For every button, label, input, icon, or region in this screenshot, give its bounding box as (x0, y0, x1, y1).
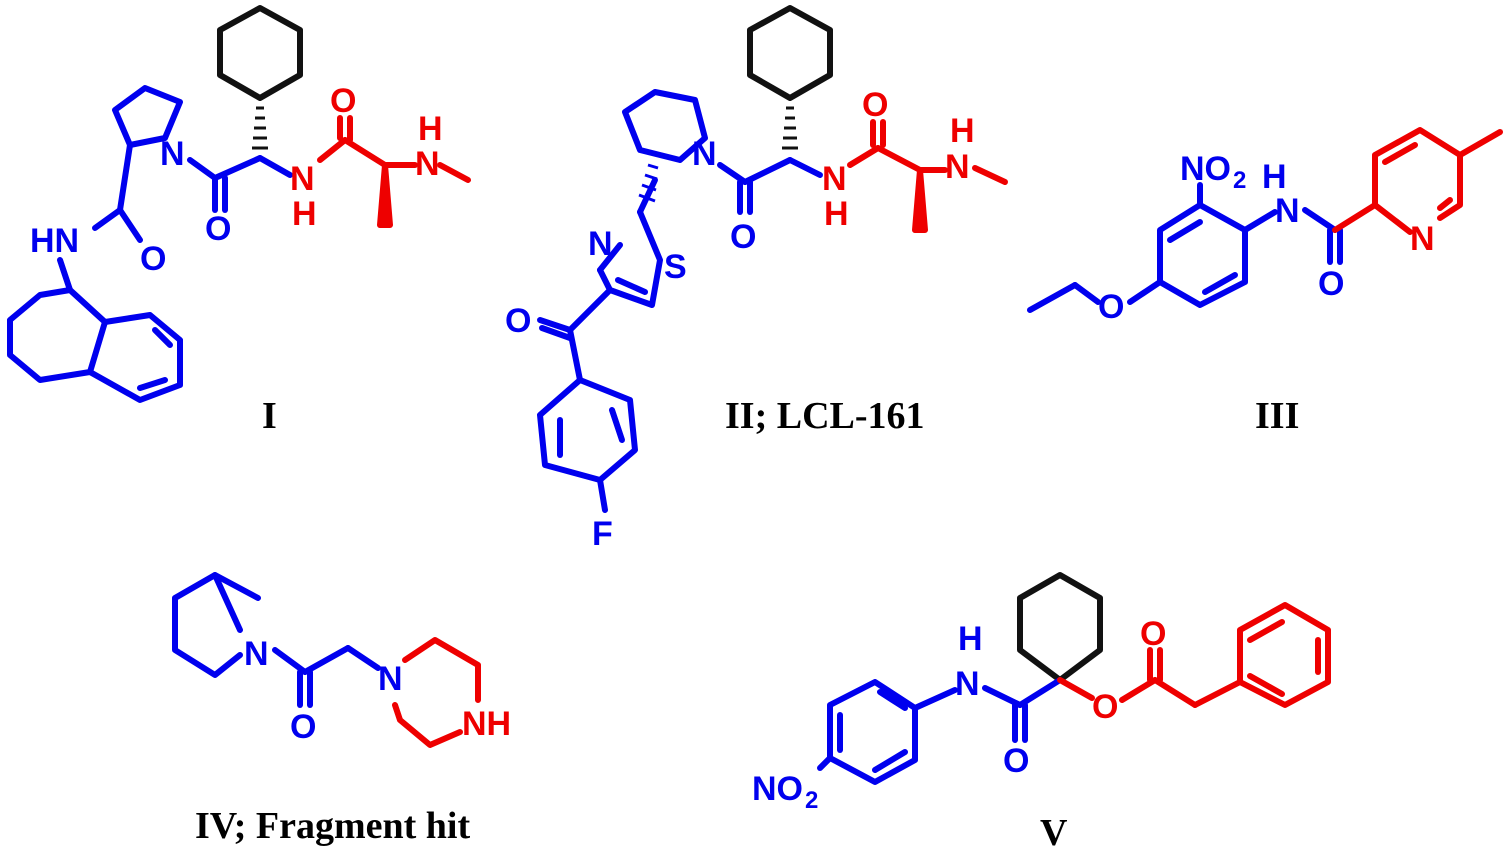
red-skeleton-III (1332, 127, 1503, 235)
hashed-wedge-II (782, 106, 798, 150)
blue-skeleton-I (7, 85, 293, 403)
atom-O-II-carbonyl: O (862, 86, 888, 124)
compound-III: NO 2 H N O O N (1027, 127, 1503, 326)
atom-N-I-amide3: N (290, 160, 315, 198)
atom-H-I-amine: H (418, 110, 443, 148)
atom-O-II-ketone: O (505, 302, 531, 340)
atom-F-II: F (592, 515, 613, 553)
atom-NO2-III-2: 2 (1233, 167, 1246, 194)
blue-skeleton-IV (172, 572, 381, 708)
caption-compound-IV: IV; Fragment hit (195, 805, 470, 847)
atom-N-II-pyrrolidine: N (692, 135, 717, 173)
atom-N-IV-piperazine: N (378, 660, 403, 698)
compound-II: N O N S O F N H O H N (505, 5, 1008, 553)
atom-N-IV-piperidine: N (244, 635, 269, 673)
atom-HN-I: HN (30, 222, 79, 260)
atom-O-III-carbonyl: O (1318, 265, 1344, 303)
atom-NO2-V-NO: NO (752, 770, 803, 808)
atom-NO2-III-NO: NO (1180, 150, 1231, 188)
caption-compound-I: I (262, 395, 277, 437)
atom-NO2-V-2: 2 (805, 787, 818, 814)
atom-N-II-amide3: N (822, 160, 847, 198)
atom-N-II-thiazole: N (588, 225, 613, 263)
blue-skeleton-V (817, 677, 1063, 785)
red-skeleton-IV (392, 637, 481, 748)
atom-N-II-amine: N (945, 148, 970, 186)
red-skeleton-II (847, 119, 1008, 233)
atom-O-IV: O (290, 708, 316, 746)
atom-O-I-amide1: O (205, 210, 231, 248)
red-skeleton-I (317, 115, 471, 228)
cyclohexyl-ring-I (217, 5, 303, 101)
blue-skeleton-III (1027, 182, 1343, 313)
atom-N-I-amine: N (415, 145, 440, 183)
caption-compound-III: III (1255, 395, 1299, 437)
atom-N-III-amide: N (1275, 192, 1300, 230)
hashed-wedge-I (252, 106, 268, 150)
caption-compound-II: II; LCL-161 (725, 395, 925, 437)
compound-I: N O HN O N H O H N (7, 5, 471, 403)
compound-IV: N O N NH (172, 572, 511, 748)
atom-O-V-ester-carbonyl: O (1140, 615, 1166, 653)
compound-V: H N O NO 2 O O (752, 572, 1331, 814)
atom-H-V-amide: H (958, 620, 983, 658)
atom-H-II-amine: H (950, 112, 975, 150)
atom-N-I-pyrrolidine: N (160, 135, 185, 173)
atom-H-III-amide: H (1262, 158, 1287, 196)
atom-N-III-pyridine: N (1410, 220, 1435, 258)
atom-N-V-amide: N (955, 665, 980, 703)
cyclohexyl-ring-V (1017, 572, 1103, 683)
atom-NH-IV: NH (462, 705, 511, 743)
atom-H-II-amide3: H (824, 195, 849, 233)
atom-O-I-amide2: O (140, 240, 166, 278)
blue-skeleton-II (537, 89, 823, 513)
atom-S-II-thiazole: S (664, 248, 687, 286)
atom-O-II-amide1: O (730, 218, 756, 256)
atom-O-III-ether: O (1098, 288, 1124, 326)
cyclohexyl-ring-II (747, 5, 833, 101)
caption-compound-V: V (1040, 812, 1068, 854)
atom-O-V-carbonyl: O (1003, 742, 1029, 780)
atom-O-I-carbonyl: O (330, 82, 356, 120)
red-skeleton-V (1057, 602, 1331, 708)
atom-H-I-amide3: H (292, 195, 317, 233)
atom-O-V-ester: O (1092, 688, 1118, 726)
hashed-wedge-II-thiazole (638, 163, 659, 203)
